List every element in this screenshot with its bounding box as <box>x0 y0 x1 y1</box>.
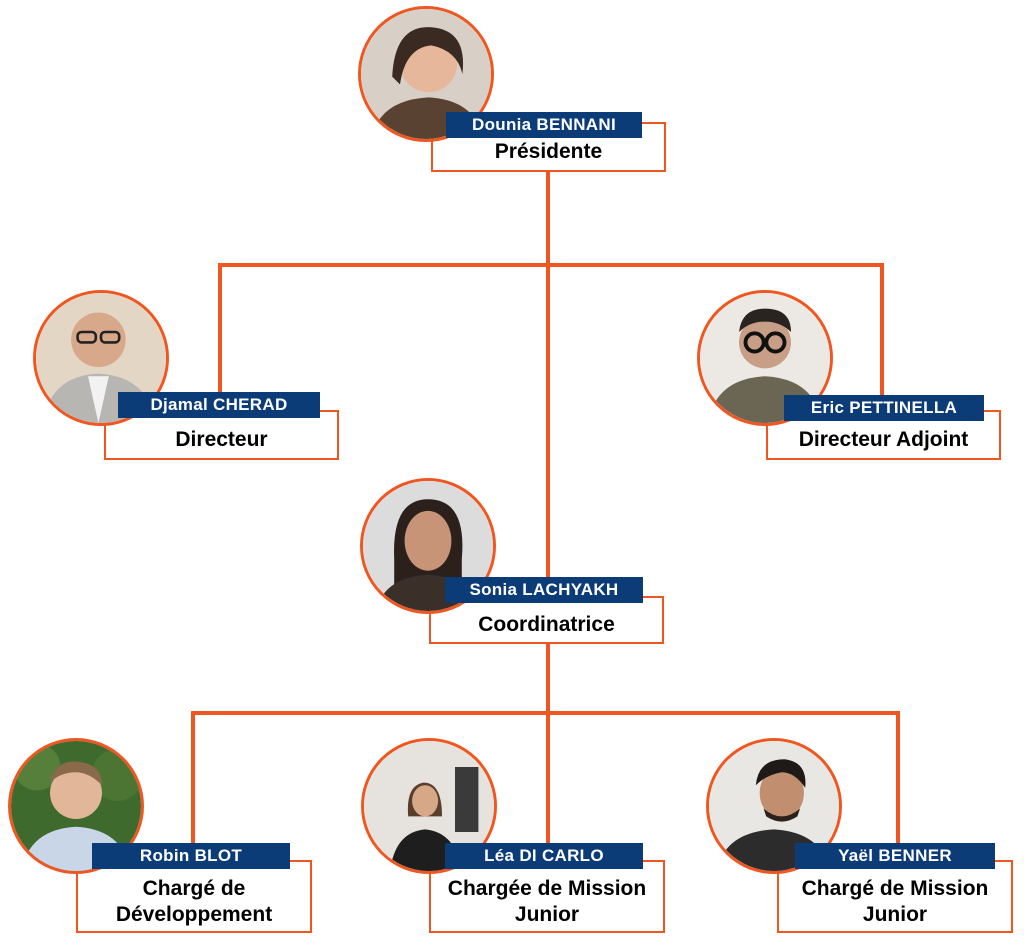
role-label-line-2: Développement <box>115 902 273 926</box>
role-label-line-1: Chargé de Mission <box>801 876 989 900</box>
role-box: Coordinatrice <box>429 596 664 644</box>
role-label-line-2: Junior <box>862 902 928 926</box>
person-photo-icon <box>709 741 839 871</box>
role-label-line-2: Junior <box>514 902 580 926</box>
role-label: Directeur Adjoint <box>798 428 969 451</box>
role-label-line-1: Chargé de <box>142 876 246 900</box>
name-tag: Sonia LACHYAKH <box>445 577 643 603</box>
role-label: Coordinatrice <box>478 613 615 636</box>
avatar-photo <box>706 738 842 874</box>
role-label: Présidente <box>494 140 603 163</box>
name-tag: Djamal CHERAD <box>118 392 320 418</box>
name-tag: Yaël BENNER <box>795 843 995 869</box>
role-box: Chargé de Développement <box>76 860 312 933</box>
name-tag: Léa DI CARLO <box>445 843 643 869</box>
name-tag: Eric PETTINELLA <box>784 395 984 421</box>
name-tag: Robin BLOT <box>92 843 290 869</box>
role-box: Chargé de Mission Junior <box>777 860 1013 933</box>
role-label-line-1: Chargée de Mission <box>447 876 647 900</box>
name-tag: Dounia BENNANI <box>446 112 642 138</box>
role-label: Directeur <box>175 428 268 451</box>
role-box: Chargée de Mission Junior <box>429 860 665 933</box>
